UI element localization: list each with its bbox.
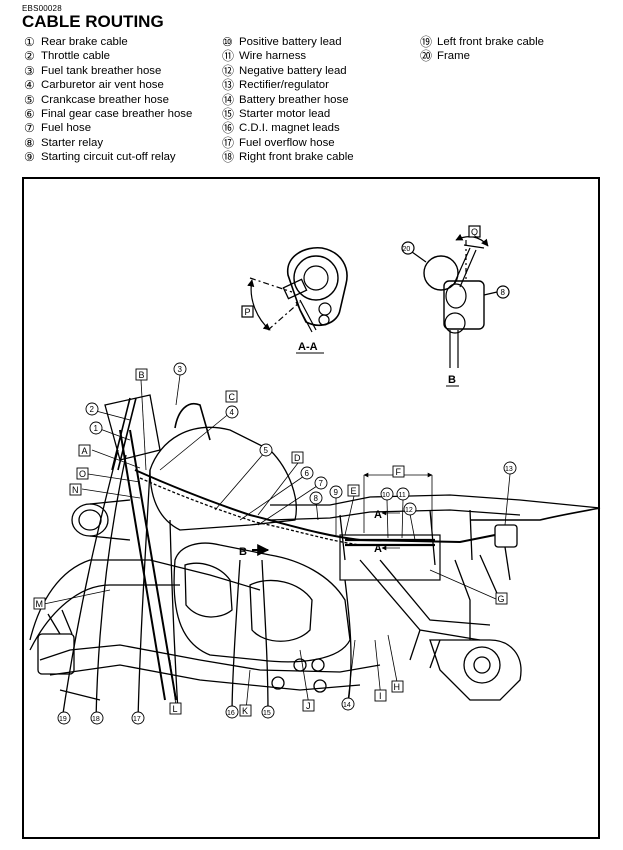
section-code: EBS00028 <box>22 4 62 13</box>
callout-7: 7 <box>319 479 324 488</box>
callout-14: 14 <box>343 702 351 709</box>
callout-1: 1 <box>94 424 99 433</box>
callout-11: 11 <box>399 492 406 499</box>
label-d: D <box>294 453 301 463</box>
callout-10: 10 <box>382 492 390 499</box>
page-title: CABLE ROUTING <box>22 12 164 31</box>
callout-3: 3 <box>178 365 183 374</box>
callout-17: 17 <box>133 716 141 723</box>
callout-8-inset: 8 <box>501 288 506 297</box>
callout-4: 4 <box>230 408 235 417</box>
callout-5: 5 <box>264 446 269 455</box>
callout-13: 13 <box>505 466 513 473</box>
view-arrows: A A B <box>239 509 382 558</box>
arrow-b: B <box>239 546 247 558</box>
section-b-inset: Q 20 8 B <box>401 225 510 387</box>
label-i: I <box>379 691 382 701</box>
callout-15: 15 <box>263 710 271 717</box>
arrow-a-upper: A <box>374 509 382 521</box>
section-a-a-inset: P A-A <box>241 247 348 354</box>
callout-12: 12 <box>405 507 413 514</box>
callout-16: 16 <box>227 710 235 717</box>
callout-19: 19 <box>59 716 67 723</box>
callout-leaders <box>43 374 511 711</box>
callout-6: 6 <box>305 469 310 478</box>
label-q: Q <box>471 227 478 237</box>
label-n: N <box>72 485 79 495</box>
number-callouts: 1 2 3 4 5 6 7 8 9 10 11 12 13 14 15 16 1… <box>57 362 517 725</box>
label-p: P <box>245 307 251 317</box>
atv-frame-drawing <box>29 394 601 721</box>
callout-9: 9 <box>334 488 339 497</box>
callout-2: 2 <box>90 405 95 414</box>
label-o: O <box>79 469 86 479</box>
callout-20: 20 <box>403 246 411 253</box>
section-b-label: B <box>448 374 456 386</box>
label-b: B <box>139 370 145 380</box>
label-e: E <box>351 486 357 496</box>
label-a: A <box>82 446 88 456</box>
letter-callouts: B C A O N M D E F G H I J K L <box>33 368 508 717</box>
label-m: M <box>36 599 44 609</box>
label-f: F <box>396 467 402 477</box>
callout-18: 18 <box>92 716 100 723</box>
label-k: K <box>242 706 248 716</box>
label-c: C <box>229 392 236 402</box>
callout-8: 8 <box>314 494 319 503</box>
label-j: J <box>306 701 311 711</box>
arrow-a-lower: A <box>374 543 382 555</box>
label-h: H <box>394 682 401 692</box>
label-l: L <box>173 704 178 714</box>
label-g: G <box>498 594 505 604</box>
section-a-a-label: A-A <box>298 341 318 353</box>
